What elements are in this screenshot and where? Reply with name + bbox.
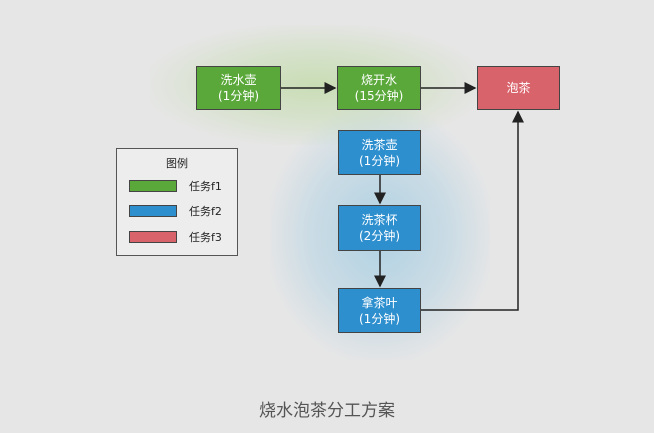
arrow-get-tea-leaves-to-make-tea [421,110,524,311]
legend-item-f3: 任务f3 [129,230,222,244]
node-wash-teapot: 洗茶壶 (1分钟) [338,130,421,175]
node-get-tea-leaves: 拿茶叶 (1分钟) [338,288,421,333]
legend-item-f2: 任务f2 [129,204,222,218]
node-boil-water-duration: (15分钟) [354,89,404,103]
node-wash-teapot-duration: (1分钟) [359,153,400,168]
node-boil-water-title: 烧开水 [360,73,397,87]
legend-label-f3: 任务f3 [189,231,222,244]
node-wash-kettle-title: 洗水壶 [220,73,257,87]
legend-swatch-f1 [129,180,177,192]
node-wash-kettle-duration: (1分钟) [218,89,259,103]
node-make-tea: 泡茶 [477,66,560,110]
node-wash-cups: 洗茶杯 (2分钟) [338,205,421,251]
node-wash-cups-title: 洗茶杯 [361,213,398,227]
diagram-caption: 烧水泡茶分工方案 [259,401,395,421]
legend-label-f2: 任务f2 [189,205,222,218]
legend-item-f1: 任务f1 [129,179,222,193]
node-wash-teapot-title: 洗茶壶 [361,137,398,152]
node-get-tea-leaves-title: 拿茶叶 [361,295,398,310]
node-wash-cups-duration: (2分钟) [359,229,400,243]
legend-title: 图例 [166,157,188,170]
legend-box: 图例 任务f1 任务f2 任务f3 [116,148,238,256]
legend-swatch-f3 [129,231,177,243]
legend-label-f1: 任务f1 [189,180,222,193]
node-get-tea-leaves-duration: (1分钟) [359,311,400,326]
node-make-tea-title: 泡茶 [506,81,531,95]
legend-swatch-f2 [129,205,177,217]
node-boil-water: 烧开水 (15分钟) [337,66,421,110]
node-wash-kettle: 洗水壶 (1分钟) [196,66,281,110]
